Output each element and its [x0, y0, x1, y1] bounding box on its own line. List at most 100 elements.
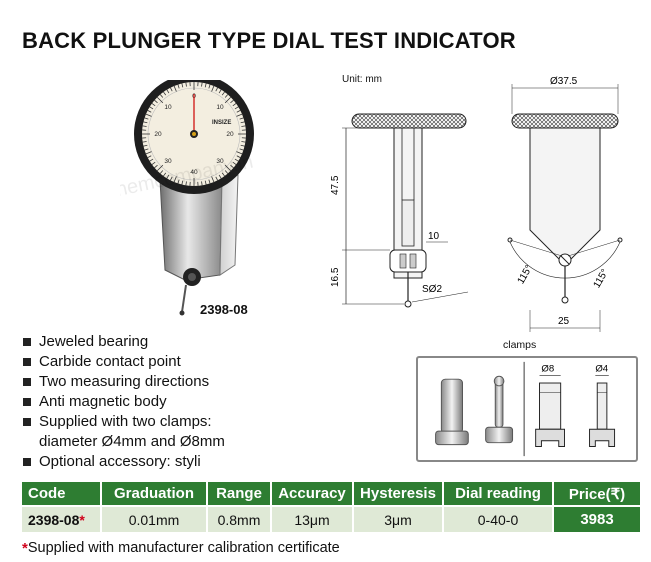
dial-tick	[224, 164, 232, 172]
dial-tick	[173, 85, 177, 92]
dial-tick	[142, 141, 147, 143]
dial-number: 40	[190, 169, 198, 176]
dial-tick	[170, 87, 173, 92]
dial-tick	[221, 172, 225, 177]
dial-tick	[218, 89, 222, 94]
dial-tick	[234, 106, 239, 110]
dial-tick	[166, 89, 170, 94]
dial-tick	[156, 164, 164, 172]
dial-number: 30	[164, 158, 172, 165]
dial-tick	[218, 174, 222, 179]
dim-tip-height: 16.5	[330, 267, 341, 287]
dial-tick	[166, 174, 170, 179]
dial-tick	[145, 151, 152, 155]
asterisk-mark: *	[79, 511, 85, 528]
dial-tick	[156, 96, 164, 104]
feature-item: Two measuring directions	[22, 372, 225, 392]
dim-angle-right: 115°	[592, 267, 612, 290]
dim-height: 47.5	[330, 175, 341, 195]
brand-logo: INSIZE	[212, 120, 231, 126]
dial-tick	[208, 84, 211, 89]
header-code: Code	[20, 480, 102, 507]
dial-tick	[208, 179, 211, 184]
dial-tick	[177, 179, 180, 184]
feature-item: Supplied with two clamps:diameter Ø4mm a…	[22, 412, 225, 452]
dim-width-25: 25	[558, 316, 570, 327]
dial-tick	[154, 99, 158, 104]
feature-item: Carbide contact point	[22, 352, 225, 372]
unit-label: Unit: mm	[342, 74, 382, 85]
header-accuracy: Accuracy	[270, 480, 354, 507]
dial-tick	[149, 106, 154, 110]
cell-hysteresis: 3μm	[352, 505, 444, 534]
dial-number: 20	[154, 131, 162, 138]
dial-tick	[241, 125, 246, 127]
feature-list: Jeweled bearing Carbide contact point Tw…	[22, 332, 225, 472]
dial-tick	[240, 121, 245, 124]
dial-tick	[173, 176, 177, 183]
dial-tick	[232, 103, 237, 107]
dial-tick	[163, 91, 167, 96]
dial-tick	[144, 148, 149, 151]
dial-tick	[185, 82, 187, 87]
dial-tick	[239, 117, 244, 120]
dial-tick	[215, 87, 218, 92]
dial-number: 10	[216, 104, 224, 111]
asterisk-mark: *	[22, 540, 28, 557]
dial-tick	[201, 82, 203, 87]
dial-number: 10	[164, 104, 172, 111]
page-title: BACK PLUNGER TYPE DIAL TEST INDICATOR	[22, 28, 516, 53]
clamps-illustration: Ø8 Ø4	[416, 356, 638, 462]
product-photo: 0 10 20 30 40 30 20 10 INSIZE www.chemco…	[120, 80, 255, 316]
dial-tick	[144, 117, 149, 120]
dial-tick	[201, 181, 203, 186]
dial-tick	[239, 148, 244, 151]
feature-item: Jeweled bearing	[22, 332, 225, 352]
feature-item: Optional accessory: styli	[22, 452, 225, 472]
clamp-dia-8: Ø8	[541, 363, 554, 374]
model-label: 2398-08	[200, 302, 248, 317]
dial-tick	[215, 176, 218, 181]
dial-tick	[224, 94, 229, 98]
dial-tick	[230, 99, 234, 104]
feature-item: Anti magnetic body	[22, 392, 225, 412]
dial-tick	[221, 91, 225, 96]
dial-tick	[211, 176, 215, 183]
dial-tick	[224, 170, 229, 174]
footnote: *Supplied with manufacturer calibration …	[22, 540, 340, 557]
cell-range: 0.8mm	[206, 505, 272, 534]
dial-tick	[159, 170, 164, 174]
dial-tick	[236, 110, 241, 113]
dial-tick	[151, 161, 156, 165]
dial-tick	[204, 180, 207, 185]
dial-tick	[163, 172, 167, 177]
cell-code: 2398-08*	[20, 505, 102, 534]
dial-tick	[142, 125, 147, 127]
dial-tick	[143, 121, 148, 124]
dial-tick	[177, 84, 180, 89]
dial-tick	[149, 158, 154, 162]
dial-tick	[232, 161, 237, 165]
spec-table: Code Graduation Range Accuracy Hysteresi…	[20, 480, 642, 534]
header-price: Price(₹)	[552, 480, 642, 507]
header-dial-reading: Dial reading	[442, 480, 554, 507]
dial-tick	[154, 164, 158, 169]
dial-tick	[147, 110, 152, 113]
cell-accuracy: 13μm	[270, 505, 354, 534]
cell-dial-reading: 0-40-0	[442, 505, 554, 534]
cell-price: 3983	[552, 505, 642, 534]
dial-tick	[145, 113, 152, 117]
dial-tick	[170, 176, 173, 181]
dimension-drawing: Unit: mm 47.5 16.5 10 SØ2 Ø37.5 115° 115…	[330, 74, 623, 332]
dim-diameter: Ø37.5	[550, 76, 578, 87]
dim-width-10: 10	[428, 231, 440, 242]
dial-tick	[204, 83, 207, 88]
dial-tick	[159, 94, 164, 98]
dial-tick	[241, 141, 246, 143]
dim-angle-left: 115°	[516, 263, 536, 286]
dial-tick	[236, 151, 243, 155]
dial-tick	[143, 144, 148, 147]
dial-tick	[224, 96, 232, 104]
dial-tick	[181, 180, 184, 185]
header-hysteresis: Hysteresis	[352, 480, 444, 507]
